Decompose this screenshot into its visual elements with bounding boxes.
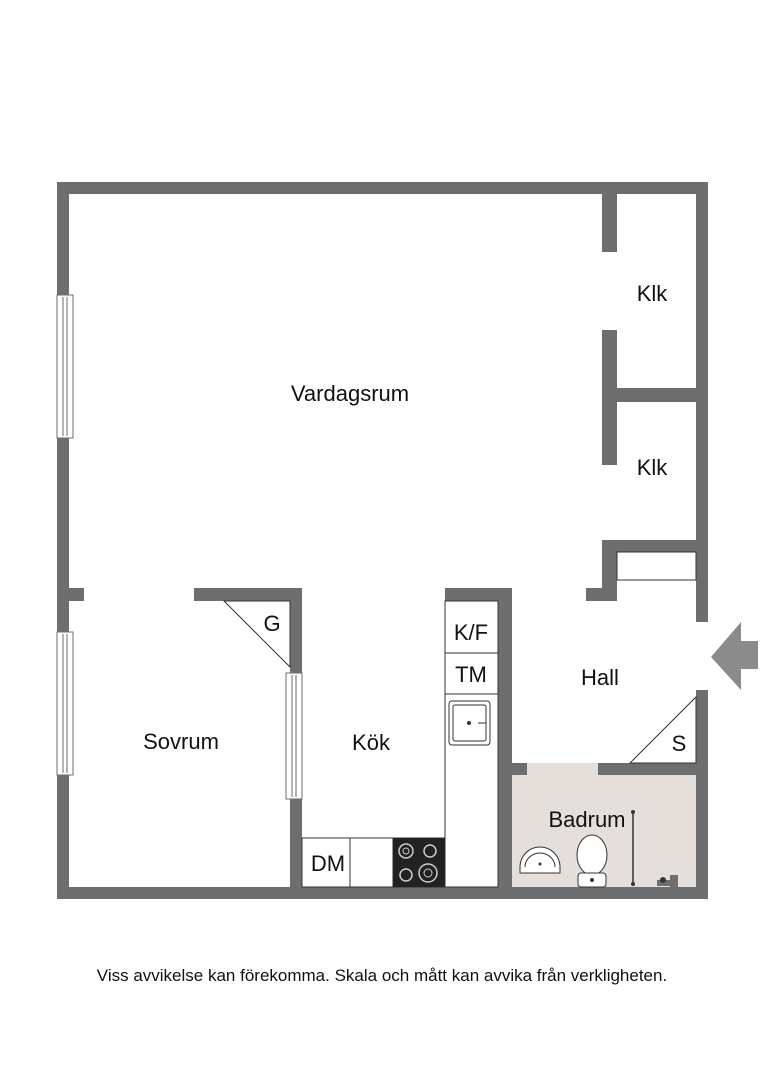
room-label-sovrum: Sovrum — [143, 729, 219, 754]
entrance-arrow-icon — [711, 622, 758, 690]
window-bedroom — [56, 631, 74, 776]
storage-s-outline — [628, 695, 697, 764]
room-label-klk-upper: Klk — [637, 281, 669, 306]
shower-fixture — [657, 875, 678, 887]
room-label-badrum: Badrum — [548, 807, 625, 832]
kitchen-counter-right — [444, 600, 499, 888]
shower-rail — [631, 810, 635, 886]
fixture-label-s: S — [672, 731, 687, 756]
wardrobe-g-outline — [222, 600, 291, 669]
window-living-room — [56, 294, 74, 439]
fixture-label-dm: DM — [311, 851, 345, 876]
room-label-kok: Kök — [352, 730, 391, 755]
kitchen-sink — [448, 700, 491, 746]
interior-walls — [69, 194, 696, 887]
window-interior — [285, 672, 303, 800]
bathroom-sink — [519, 846, 561, 874]
fixture-label-g: G — [263, 611, 280, 636]
fixture-label-kf: K/F — [454, 620, 488, 645]
room-label-hall: Hall — [581, 665, 619, 690]
disclaimer-text: Viss avvikelse kan förekomma. Skala och … — [96, 966, 668, 985]
room-label-vardagsrum: Vardagsrum — [291, 381, 409, 406]
toilet — [576, 834, 608, 888]
stove — [393, 838, 445, 887]
fixture-label-tm: TM — [455, 662, 487, 687]
room-label-klk-lower: Klk — [637, 455, 669, 480]
hall-cabinet — [616, 551, 697, 581]
